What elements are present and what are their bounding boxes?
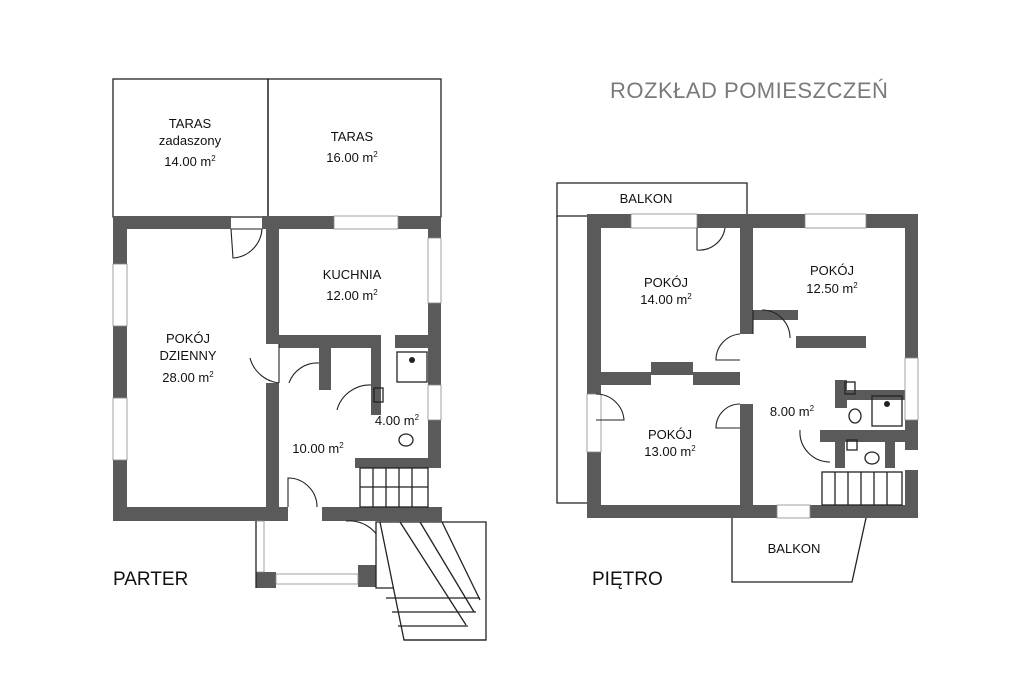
room-area: 14.00 m2 xyxy=(640,292,692,307)
room-name: POKÓJ xyxy=(166,331,210,346)
room-name: POKÓJ xyxy=(810,263,854,278)
balcony-label: BALKON xyxy=(620,191,673,206)
upper-floor-stairs xyxy=(821,471,903,506)
ground-floor-stairs xyxy=(359,467,429,508)
room-name: POKÓJ xyxy=(644,275,688,290)
terrace-covered-outline xyxy=(112,78,269,218)
room-area: 8.00 m2 xyxy=(770,404,815,419)
room-area: 28.00 m2 xyxy=(162,370,214,385)
room-name: TARAS xyxy=(169,116,212,131)
terrace-outline xyxy=(267,78,442,218)
shower-drain-icon xyxy=(884,401,890,407)
ground-floor-walls xyxy=(113,216,442,588)
ground-floor-plan: TARAS zadaszony 14.00 m2 TARAS 16.00 m2 … xyxy=(112,78,487,641)
toilet-icon xyxy=(848,408,862,424)
sink-icon xyxy=(373,387,384,403)
upper-floor-walls xyxy=(587,214,918,518)
room-area: 4.00 m2 xyxy=(375,413,420,428)
ground-floor-label: PARTER xyxy=(113,569,188,590)
room-area: 13.00 m2 xyxy=(644,444,696,459)
room-area: 10.00 m2 xyxy=(292,441,344,456)
toilet-icon xyxy=(398,433,414,447)
sink-icon xyxy=(846,439,858,451)
balcony-top-outline xyxy=(556,182,748,217)
room-subname: zadaszony xyxy=(159,133,222,148)
room-area: 12.50 m2 xyxy=(806,281,858,296)
shower-tray xyxy=(871,395,903,427)
room-name: TARAS xyxy=(331,129,374,144)
room-subname: DZIENNY xyxy=(159,348,216,363)
page-title: ROZKŁAD POMIESZCZEŃ xyxy=(610,78,888,103)
balcony-bottom-outline xyxy=(731,517,867,583)
room-name: KUCHNIA xyxy=(323,267,382,282)
sink-icon xyxy=(844,381,856,395)
room-area: 16.00 m2 xyxy=(326,150,378,165)
upper-floor-label: PIĘTRO xyxy=(592,569,663,590)
room-area: 14.00 m2 xyxy=(164,154,216,169)
shower-tray xyxy=(396,351,428,383)
room-area: 12.00 m2 xyxy=(326,288,378,303)
balcony-label: BALKON xyxy=(768,541,821,556)
upper-floor-plan: BALKON BALKON POKÓJ 14.00 m2 POKÓJ 12.50… xyxy=(556,182,919,590)
toilet-icon xyxy=(864,451,880,465)
entrance-steps xyxy=(375,521,487,641)
shower-drain-icon xyxy=(409,357,415,363)
room-name: POKÓJ xyxy=(648,427,692,442)
